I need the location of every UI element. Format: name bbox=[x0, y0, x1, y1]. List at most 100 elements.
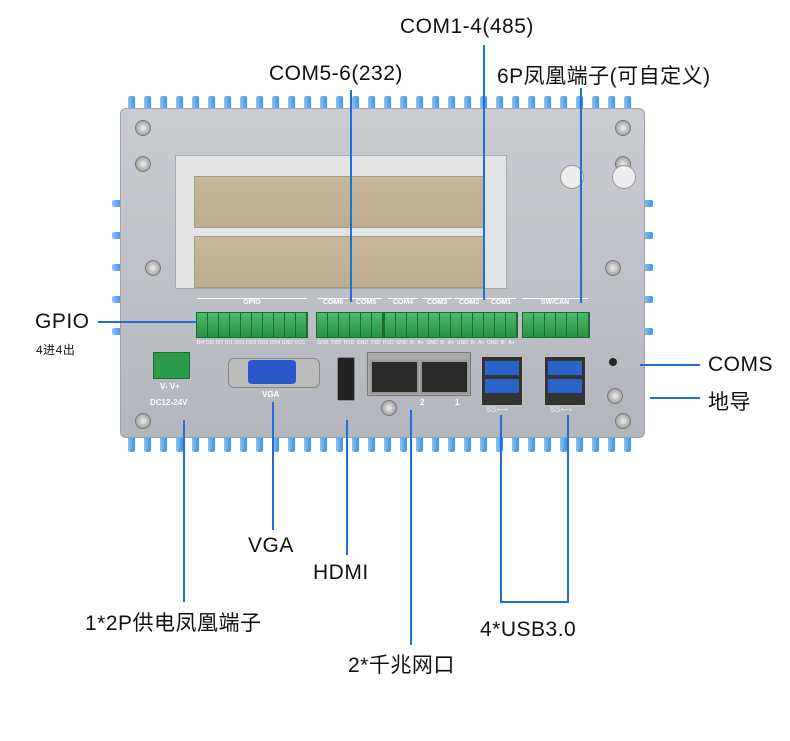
fin bbox=[512, 436, 519, 452]
fin bbox=[256, 436, 263, 452]
terminal-pin bbox=[534, 313, 545, 337]
fin bbox=[560, 436, 567, 452]
pin-label: A+ bbox=[447, 340, 455, 346]
leader-line bbox=[346, 420, 348, 555]
pin-label: DO3 bbox=[258, 340, 269, 346]
fin bbox=[528, 436, 535, 452]
vga-connector bbox=[248, 360, 296, 384]
pin-label: A+ bbox=[478, 340, 485, 346]
swcan-terminal bbox=[522, 312, 590, 338]
terminal-pin bbox=[578, 313, 589, 337]
terminal-pin bbox=[361, 313, 372, 337]
leader-line bbox=[580, 88, 582, 303]
terminal-pin bbox=[473, 313, 484, 337]
cmos-button bbox=[609, 358, 617, 366]
label-ground: 地导 bbox=[708, 391, 751, 414]
terminal-pin bbox=[252, 313, 263, 337]
fin bbox=[192, 96, 199, 112]
label-gpio-sub: 4进4出 bbox=[36, 343, 76, 357]
terminal-pin bbox=[418, 313, 429, 337]
label-hdmi: HDMI bbox=[313, 561, 369, 584]
fin bbox=[336, 436, 343, 452]
fin bbox=[192, 436, 199, 452]
ground-screw bbox=[381, 400, 397, 416]
fin bbox=[368, 436, 375, 452]
pin-label: GND bbox=[281, 340, 293, 346]
fin bbox=[160, 96, 167, 112]
com5-label: COM5 bbox=[350, 298, 382, 307]
fin bbox=[643, 200, 653, 207]
fin bbox=[608, 96, 615, 112]
fin bbox=[224, 436, 231, 452]
fin bbox=[643, 328, 653, 335]
screw bbox=[135, 156, 151, 172]
pin-label: GND bbox=[426, 340, 438, 346]
fin bbox=[208, 96, 215, 112]
fin bbox=[528, 96, 535, 112]
com14-terminal bbox=[384, 312, 518, 338]
power-range-label: DC12-24V bbox=[150, 398, 188, 407]
screw bbox=[615, 413, 631, 429]
fin bbox=[416, 96, 423, 112]
fin bbox=[112, 232, 122, 239]
fin bbox=[160, 436, 167, 452]
fin bbox=[643, 232, 653, 239]
fin bbox=[128, 96, 135, 112]
fin bbox=[592, 96, 599, 112]
fin bbox=[432, 96, 439, 112]
leader-line bbox=[183, 420, 185, 602]
screw bbox=[145, 260, 161, 276]
terminal-pin bbox=[495, 313, 506, 337]
hdmi-port bbox=[337, 357, 355, 401]
expansion-slot bbox=[194, 176, 484, 228]
fin bbox=[272, 96, 279, 112]
swcan-label: SW/CAN bbox=[522, 298, 588, 307]
fin bbox=[624, 96, 631, 112]
terminal-pin bbox=[350, 313, 361, 337]
ground-terminal bbox=[607, 388, 623, 404]
fin bbox=[576, 436, 583, 452]
fin bbox=[384, 436, 391, 452]
fin bbox=[576, 96, 583, 112]
fin bbox=[416, 436, 423, 452]
expansion-slot bbox=[194, 236, 484, 288]
leader-line bbox=[98, 321, 196, 323]
fin bbox=[368, 96, 375, 112]
pin-label: TXD bbox=[331, 340, 342, 346]
label-vga: VGA bbox=[248, 534, 294, 557]
fin bbox=[448, 96, 455, 112]
pin-label: DI3 bbox=[206, 340, 214, 346]
fin bbox=[592, 436, 599, 452]
fin bbox=[240, 436, 247, 452]
fin bbox=[352, 436, 359, 452]
fin bbox=[464, 96, 471, 112]
terminal-pin bbox=[429, 313, 440, 337]
fin bbox=[480, 436, 487, 452]
terminal-pin bbox=[484, 313, 495, 337]
fin bbox=[304, 96, 311, 112]
com2-label: COM2 bbox=[454, 298, 484, 307]
pin-label: DO2 bbox=[246, 340, 257, 346]
screw bbox=[135, 120, 151, 136]
fin bbox=[112, 296, 122, 303]
fin bbox=[336, 96, 343, 112]
fin bbox=[544, 96, 551, 112]
screw bbox=[135, 413, 151, 429]
terminal-pin bbox=[285, 313, 296, 337]
terminal-pin bbox=[230, 313, 241, 337]
fin bbox=[544, 436, 551, 452]
gpio-group-label: GPIO bbox=[197, 298, 307, 307]
fin bbox=[400, 96, 407, 112]
fin bbox=[496, 96, 503, 112]
lan1-label: 1 bbox=[455, 398, 460, 407]
power-pins-label: V- V+ bbox=[160, 382, 180, 391]
lan-port-1 bbox=[420, 360, 469, 394]
fin bbox=[624, 436, 631, 452]
pin-label: B- bbox=[440, 340, 446, 346]
terminal-pin bbox=[339, 313, 350, 337]
fin bbox=[608, 436, 615, 452]
leader-line bbox=[567, 415, 569, 603]
fin bbox=[512, 96, 519, 112]
